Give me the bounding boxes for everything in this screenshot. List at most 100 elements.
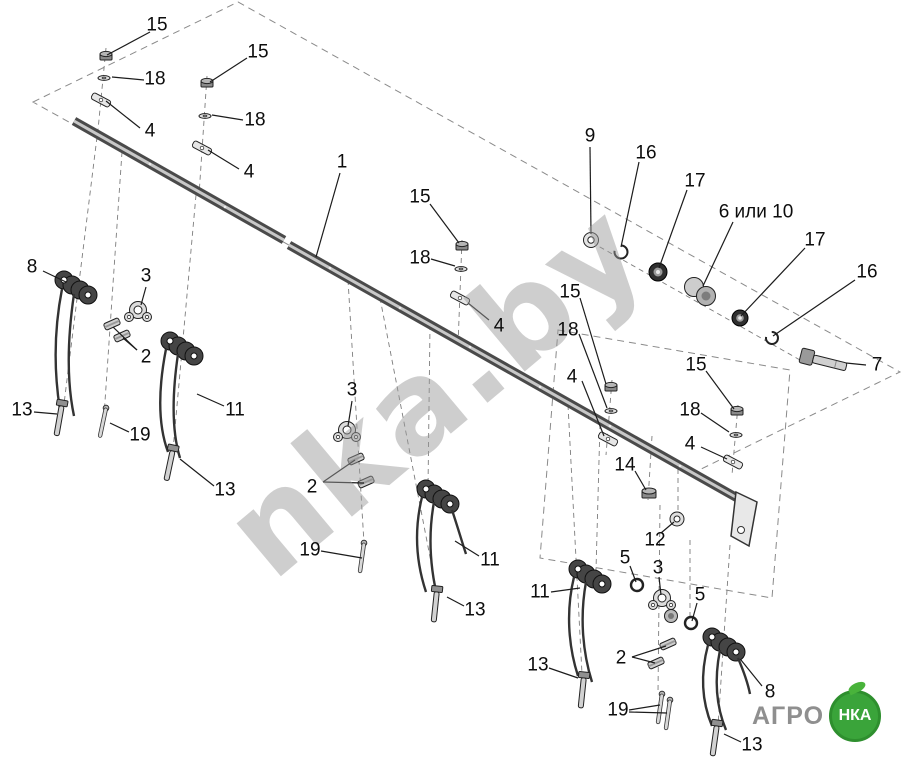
leader-line (315, 172, 341, 258)
nut-part-14 (641, 487, 657, 499)
leader-line (211, 114, 244, 121)
callout-label-15: 15 (559, 281, 581, 303)
callout-label-1: 1 (336, 151, 348, 173)
callout-label-4: 4 (566, 366, 578, 388)
pin-part-19-right-b (663, 696, 674, 731)
callout-label-18: 18 (244, 109, 266, 131)
bolt-part-13-bottom-middle (577, 671, 591, 709)
bushing-part-right (664, 609, 678, 623)
leader-line (634, 470, 647, 491)
leader-line (33, 411, 58, 415)
leader-line (42, 270, 67, 283)
callout-label-15: 15 (247, 41, 269, 63)
callout-label-16: 16 (635, 142, 657, 164)
leader-line (705, 370, 735, 410)
callout-label-3: 3 (652, 557, 664, 579)
shaft-end-bracket (730, 490, 758, 548)
leader-line (322, 459, 356, 483)
callout-label-14: 14 (614, 454, 636, 476)
callout-label-19: 19 (299, 539, 321, 561)
leader-line (628, 711, 668, 714)
pin-part-19-left (97, 404, 110, 438)
callout-label-15: 15 (146, 14, 168, 36)
leader-line (579, 297, 607, 385)
callout-label-3: 3 (346, 379, 358, 401)
callout-label-2: 2 (615, 647, 627, 669)
callout-label-4: 4 (684, 433, 696, 455)
leader-line (106, 31, 151, 56)
leader-line (322, 481, 365, 484)
leader-line (140, 286, 147, 306)
callout-label-11: 11 (480, 549, 500, 571)
brand-logo: АГРО НКА (752, 679, 882, 742)
callout-label-7: 7 (871, 354, 883, 376)
callout-label-12: 12 (644, 529, 666, 551)
callout-label-2: 2 (140, 346, 152, 368)
callout-label-4: 4 (243, 161, 255, 183)
ring-part-5b (683, 615, 699, 631)
leader-line (105, 100, 141, 129)
brand-logo-circle-text: НКА (838, 707, 872, 724)
callout-label-4: 4 (144, 120, 156, 142)
leader-line (772, 279, 856, 337)
spring-tine-middle (415, 479, 468, 601)
callout-label-19: 19 (129, 424, 151, 446)
leader-line (179, 458, 215, 487)
callout-label-2: 2 (306, 476, 318, 498)
callout-label-17: 17 (684, 170, 706, 192)
brand-logo-text: АГРО (752, 701, 825, 730)
callout-label-6-или-10: 6 или 10 (718, 201, 794, 223)
leader-line (430, 258, 456, 267)
leader-line (620, 161, 640, 248)
bracket-part-3-right (648, 589, 676, 610)
leader-line (660, 521, 675, 534)
leader-line (122, 337, 138, 351)
leader-line (658, 189, 688, 269)
callout-label-13: 13 (11, 399, 33, 421)
leader-line (700, 446, 728, 460)
leader-line (209, 57, 248, 83)
leader-line (454, 540, 480, 557)
leader-line (629, 565, 637, 583)
callout-label-11: 11 (225, 399, 245, 421)
bolt-part-13-bottom-right (709, 718, 724, 757)
leader-line (446, 596, 465, 607)
ring-part-5a (629, 577, 645, 593)
bolt-part-13-left (53, 398, 69, 437)
callout-label-13: 13 (214, 479, 236, 501)
callout-label-18: 18 (557, 319, 579, 341)
leader-line (658, 576, 662, 596)
leader-line (429, 203, 460, 244)
callout-label-15: 15 (685, 354, 707, 376)
bearing-part-17b (731, 309, 749, 327)
bracket-part-3-middle (333, 421, 361, 442)
fastener-stack (90, 50, 744, 470)
leader-line (347, 400, 353, 427)
callout-label-13: 13 (464, 599, 486, 621)
callout-label-13: 13 (741, 734, 763, 756)
leader-line (845, 362, 867, 366)
leader-line (109, 422, 130, 433)
leader-line (740, 247, 806, 317)
leader-line (578, 333, 608, 409)
callout-label-5: 5 (694, 584, 706, 606)
bolt-part-13-left2 (163, 443, 180, 481)
callout-label-3: 3 (140, 265, 152, 287)
callout-label-5: 5 (619, 547, 631, 569)
leader-line (628, 704, 661, 711)
callout-label-19: 19 (607, 699, 629, 721)
leader-line (548, 667, 579, 679)
washer-part-9 (583, 232, 599, 248)
callout-label-18: 18 (409, 247, 431, 269)
spring-tine-bottom-right (701, 627, 752, 731)
callout-label-17: 17 (804, 229, 826, 251)
callout-label-8: 8 (764, 681, 776, 703)
leader-line (691, 602, 698, 622)
leader-line (631, 645, 667, 658)
leader-lines (33, 31, 867, 743)
spring-tine-bottom-middle (567, 559, 612, 683)
leader-line (631, 656, 656, 664)
